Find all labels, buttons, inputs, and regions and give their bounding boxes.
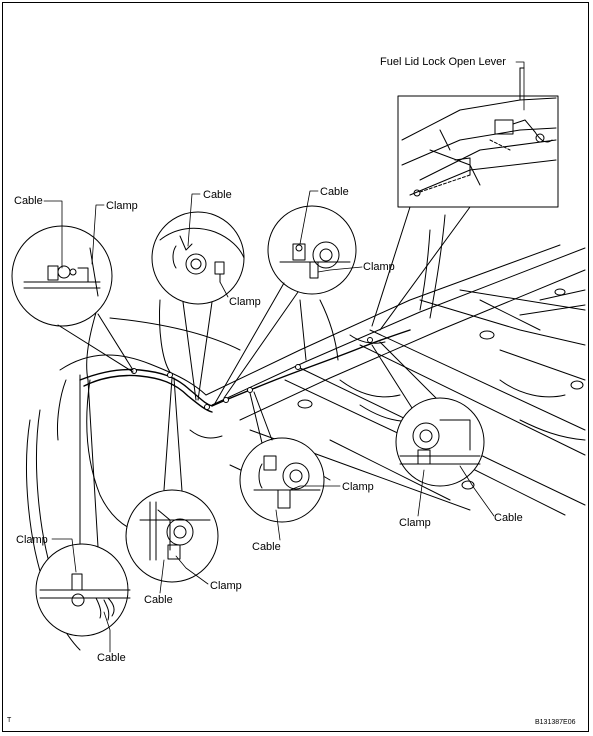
cable-label-top-center: Cable [203, 189, 232, 201]
cable-label-bottom-left: Cable [97, 652, 126, 664]
cable-label-top-right-center: Cable [320, 186, 349, 198]
callout-top-center [151, 211, 245, 401]
inset-fuel-lid-lever [371, 67, 559, 331]
callout-top-right-center [213, 205, 357, 406]
figure-code: B131387E06 [535, 719, 576, 726]
clamp-label-top-center: Clamp [229, 296, 261, 308]
cable-label-top-left: Cable [14, 195, 43, 207]
callout-top-left [11, 225, 134, 373]
callout-center-bottom [239, 391, 325, 523]
footer-left-mark: T [7, 717, 12, 724]
cable-label-center-bottom: Cable [252, 541, 281, 553]
fuel-lid-lock-open-lever-label: Fuel Lid Lock Open Lever [380, 56, 506, 68]
cable-label-left-lower: Cable [144, 594, 173, 606]
clamp-label-center-bottom: Clamp [342, 481, 374, 493]
clamp-label-top-right-center: Clamp [363, 261, 395, 273]
clamp-label-bottom-left: Clamp [16, 534, 48, 546]
cable-route [79, 329, 411, 413]
callout-left-lower [125, 377, 219, 583]
label-leaders [43, 61, 525, 653]
cable-label-right: Cable [494, 512, 523, 524]
clamp-label-left-lower: Clamp [210, 580, 242, 592]
clamp-label-right: Clamp [399, 517, 431, 529]
callout-bottom-left [35, 374, 131, 637]
callout-right [371, 341, 485, 487]
clamp-label-top-left: Clamp [106, 200, 138, 212]
